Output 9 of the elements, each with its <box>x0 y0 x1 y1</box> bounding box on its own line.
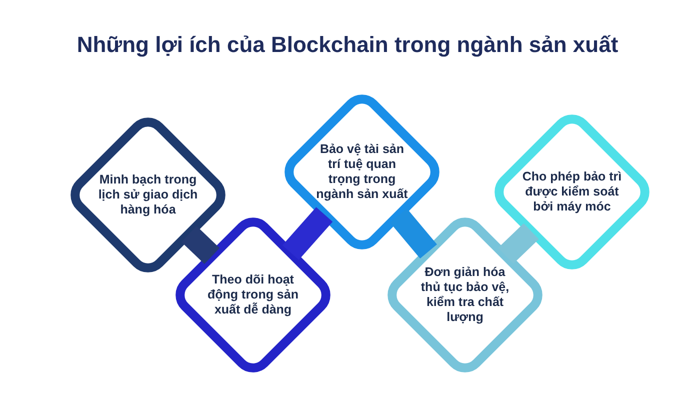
connector-bar <box>181 226 220 264</box>
node-text: Theo dõi hoạt động trong sản xuất dễ dàng <box>206 272 300 318</box>
node-text: Đơn giản hóa thủ tục bảo vệ, kiểm tra chất lượng <box>420 265 510 325</box>
connector-bar <box>390 208 437 259</box>
connector-bar <box>498 223 539 264</box>
node-text: Minh bạch trong lịch sử giao dịch hàng hóa <box>98 172 198 218</box>
node-text: Bảo vệ tài sản trí tuệ quan trọng trong ngành sản xuất <box>315 142 409 202</box>
diagram-title: Những lợi ích của Blockchain trong ngành sản xuất <box>76 32 620 58</box>
node-text: Cho phép bảo trì được kiểm soát bởi máy móc <box>522 170 622 214</box>
